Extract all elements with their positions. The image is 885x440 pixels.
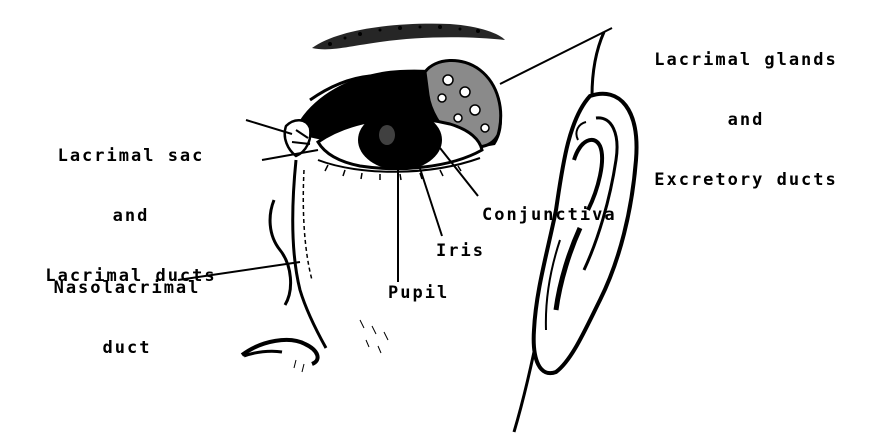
label-line: Lacrimal glands <box>612 50 880 70</box>
label-line: Nasolacrimal <box>22 278 232 298</box>
label-iris: Iris <box>436 241 485 261</box>
label-pupil: Pupil <box>388 283 449 303</box>
label-line: and <box>6 206 256 226</box>
label-line: Lacrimal sac <box>6 146 256 166</box>
lacrimal-sac <box>285 120 311 156</box>
label-conjunctiva: Conjunctiva <box>482 205 617 225</box>
iris-shape <box>358 110 442 170</box>
label-nasolacrimal-duct: Nasolacrimal duct <box>22 238 232 398</box>
eyebrow <box>312 24 505 50</box>
label-line: duct <box>22 338 232 358</box>
label-line: Excretory ducts <box>612 170 880 190</box>
label-lacrimal-glands: Lacrimal glands and Excretory ducts <box>612 10 880 230</box>
label-line: and <box>612 110 880 130</box>
